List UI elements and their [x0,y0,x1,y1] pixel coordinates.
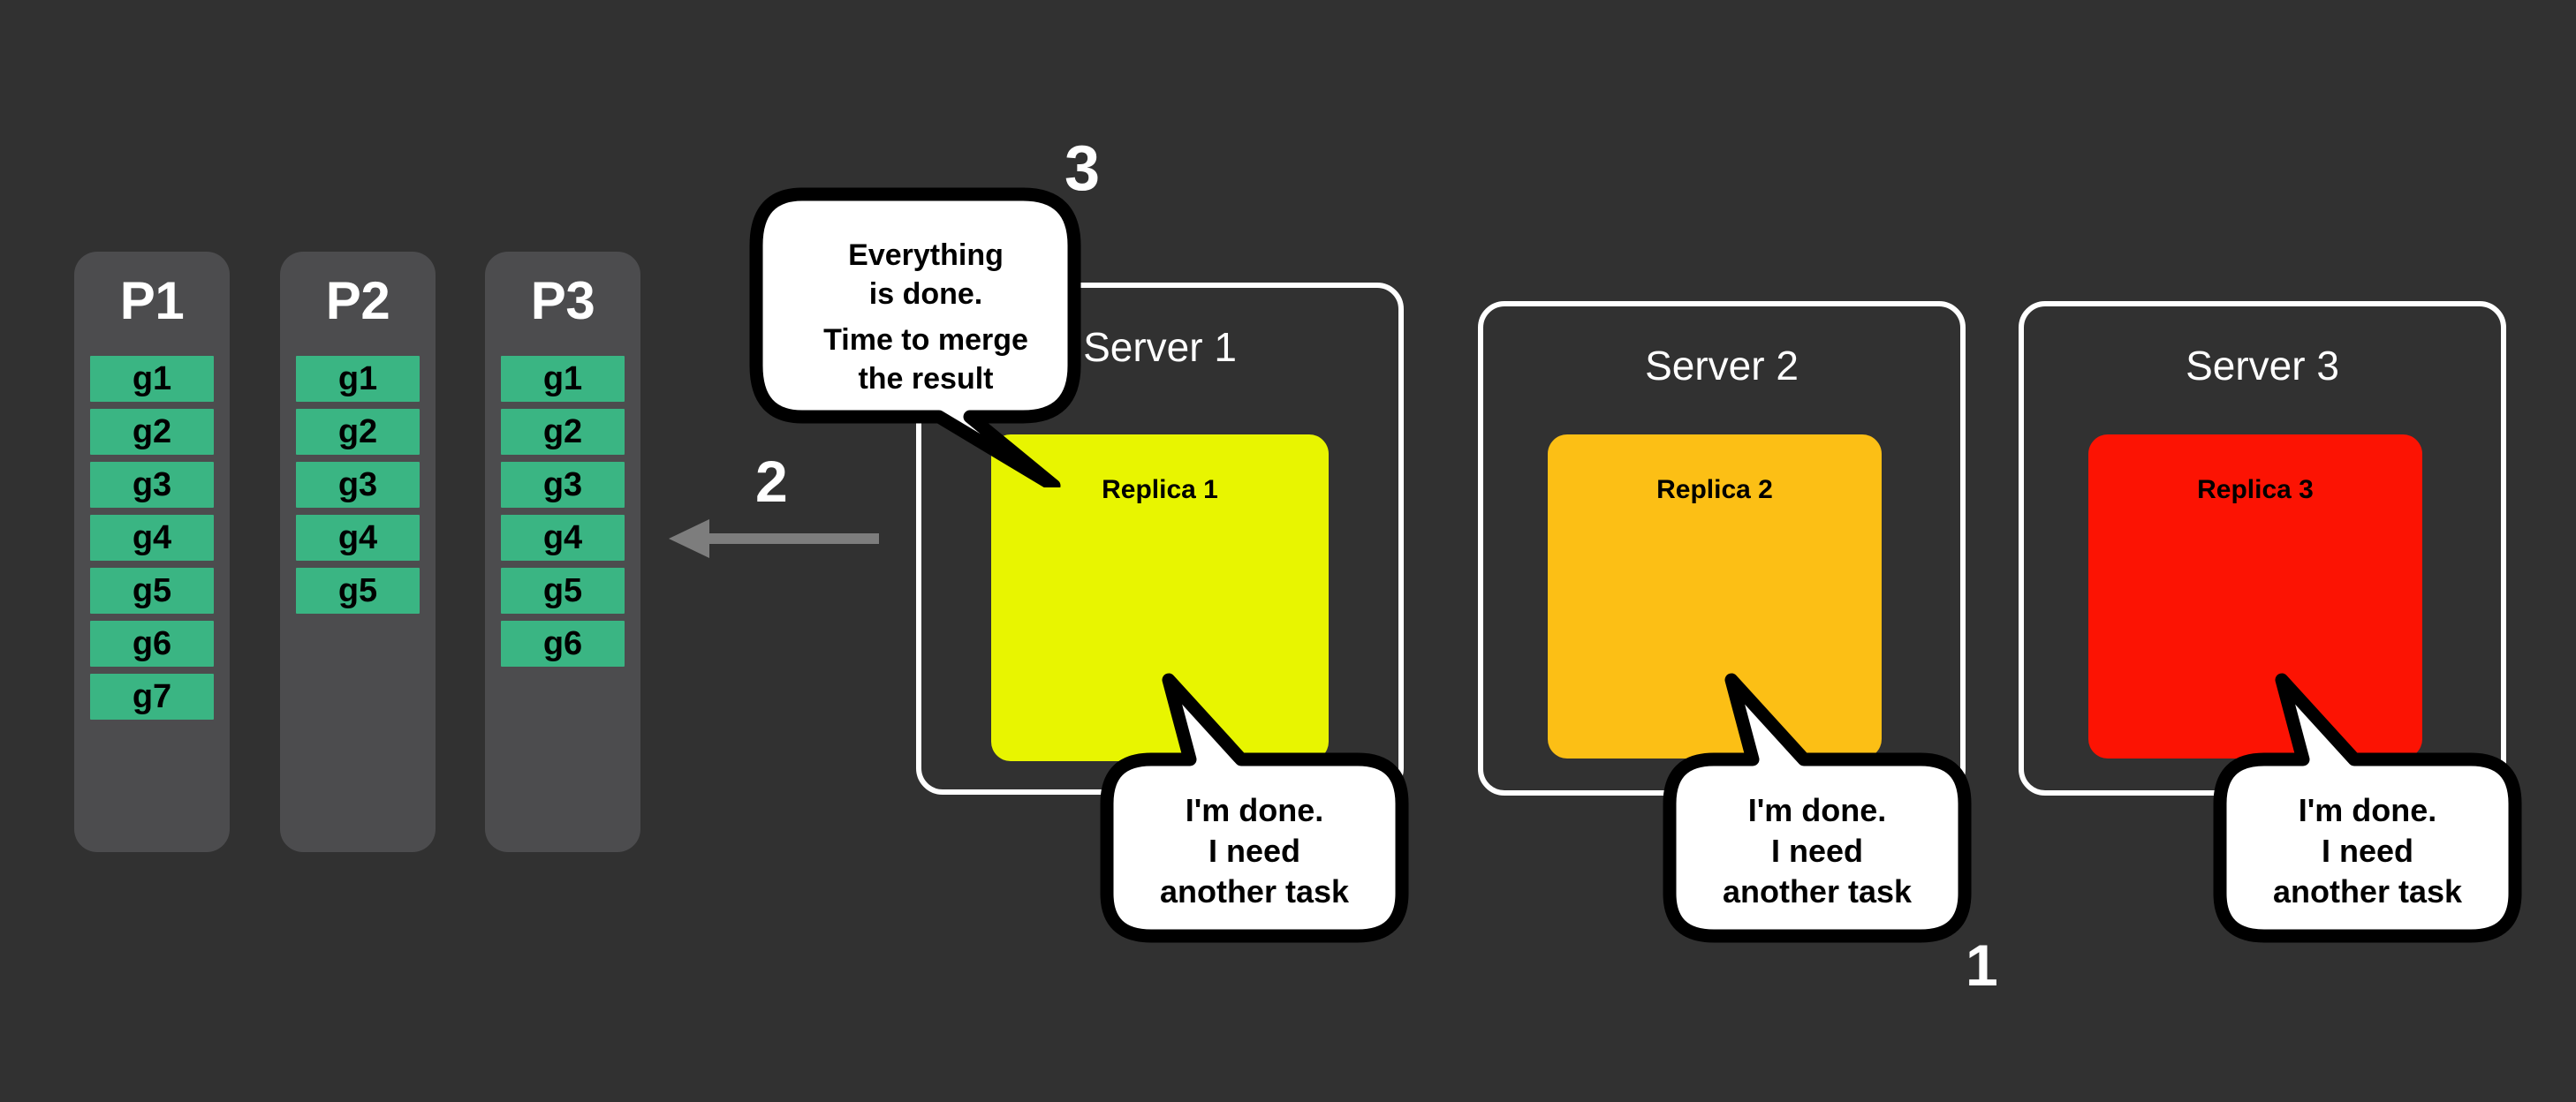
chunk-stack: g1 g2 g3 g4 g5 g6 g7 [90,356,214,727]
chunk: g5 [90,568,214,614]
chunk: g2 [296,409,420,455]
partition-label: P2 [325,271,390,330]
done-speech-bubble-1: I'm done. I need another task [1100,671,1409,945]
replica-label: Replica 2 [1656,475,1773,504]
replica-box-2: Replica 2 [1548,434,1882,759]
chunk-stack: g1 g2 g3 g4 g5 [296,356,420,621]
server-title: Server 1 [1083,324,1237,370]
chunk: g1 [90,356,214,402]
chunk: g5 [501,568,625,614]
partition-label: P1 [119,271,185,330]
done-bubble-text: I'm done. I need another task [1159,792,1350,910]
chunk: g3 [501,462,625,508]
merge-bubble-line-2: Time to merge the result [823,323,1028,396]
speech-bubble-shape [1100,673,1409,943]
replica-box-3: Replica 3 [2088,434,2422,759]
done-bubble-text: I'm done. I need another task [1722,792,1913,910]
chunk: g4 [501,515,625,561]
chunk: g1 [296,356,420,402]
arrow-left-icon [669,519,879,558]
chunk: g3 [90,462,214,508]
partition-p3: P3 g1 g2 g3 g4 g5 g6 [485,252,640,852]
merge-speech-bubble: Everything is done. Time to merge the re… [749,187,1102,493]
done-bubble-text: I'm done. I need another task [2272,792,2463,910]
speech-bubble-shape [2213,673,2522,943]
chunk: g6 [90,621,214,667]
chunk: g5 [296,568,420,614]
chunk: g4 [90,515,214,561]
done-speech-bubble-3: I'm done. I need another task [2213,671,2522,945]
step-number-1: 1 [1966,932,1998,998]
chunk: g7 [90,674,214,720]
replica-label: Replica 3 [2197,475,2314,504]
partition-p1: P1 g1 g2 g3 g4 g5 g6 g7 [74,252,230,852]
chunk: g2 [90,409,214,455]
chunk: g1 [501,356,625,402]
chunk-stack: g1 g2 g3 g4 g5 g6 [501,356,625,674]
speech-bubble-shape [1663,673,1972,943]
step-number-3: 3 [1064,133,1101,204]
done-speech-bubble-2: I'm done. I need another task [1663,671,1972,945]
merge-bubble-line-1: Everything is done. [848,238,1004,311]
partition-label: P3 [530,271,595,330]
speech-bubble-shape [749,187,1081,493]
chunk: g6 [501,621,625,667]
server-title: Server 2 [1645,343,1799,389]
merge-arrow [667,512,879,565]
chunk: g2 [501,409,625,455]
step-number-2: 2 [755,449,788,514]
replica-box-1: Replica 1 [991,434,1329,761]
replica-label: Replica 1 [1102,475,1218,504]
chunk: g3 [296,462,420,508]
chunk: g4 [296,515,420,561]
partition-p2: P2 g1 g2 g3 g4 g5 [280,252,436,852]
server-title: Server 3 [2186,343,2339,389]
